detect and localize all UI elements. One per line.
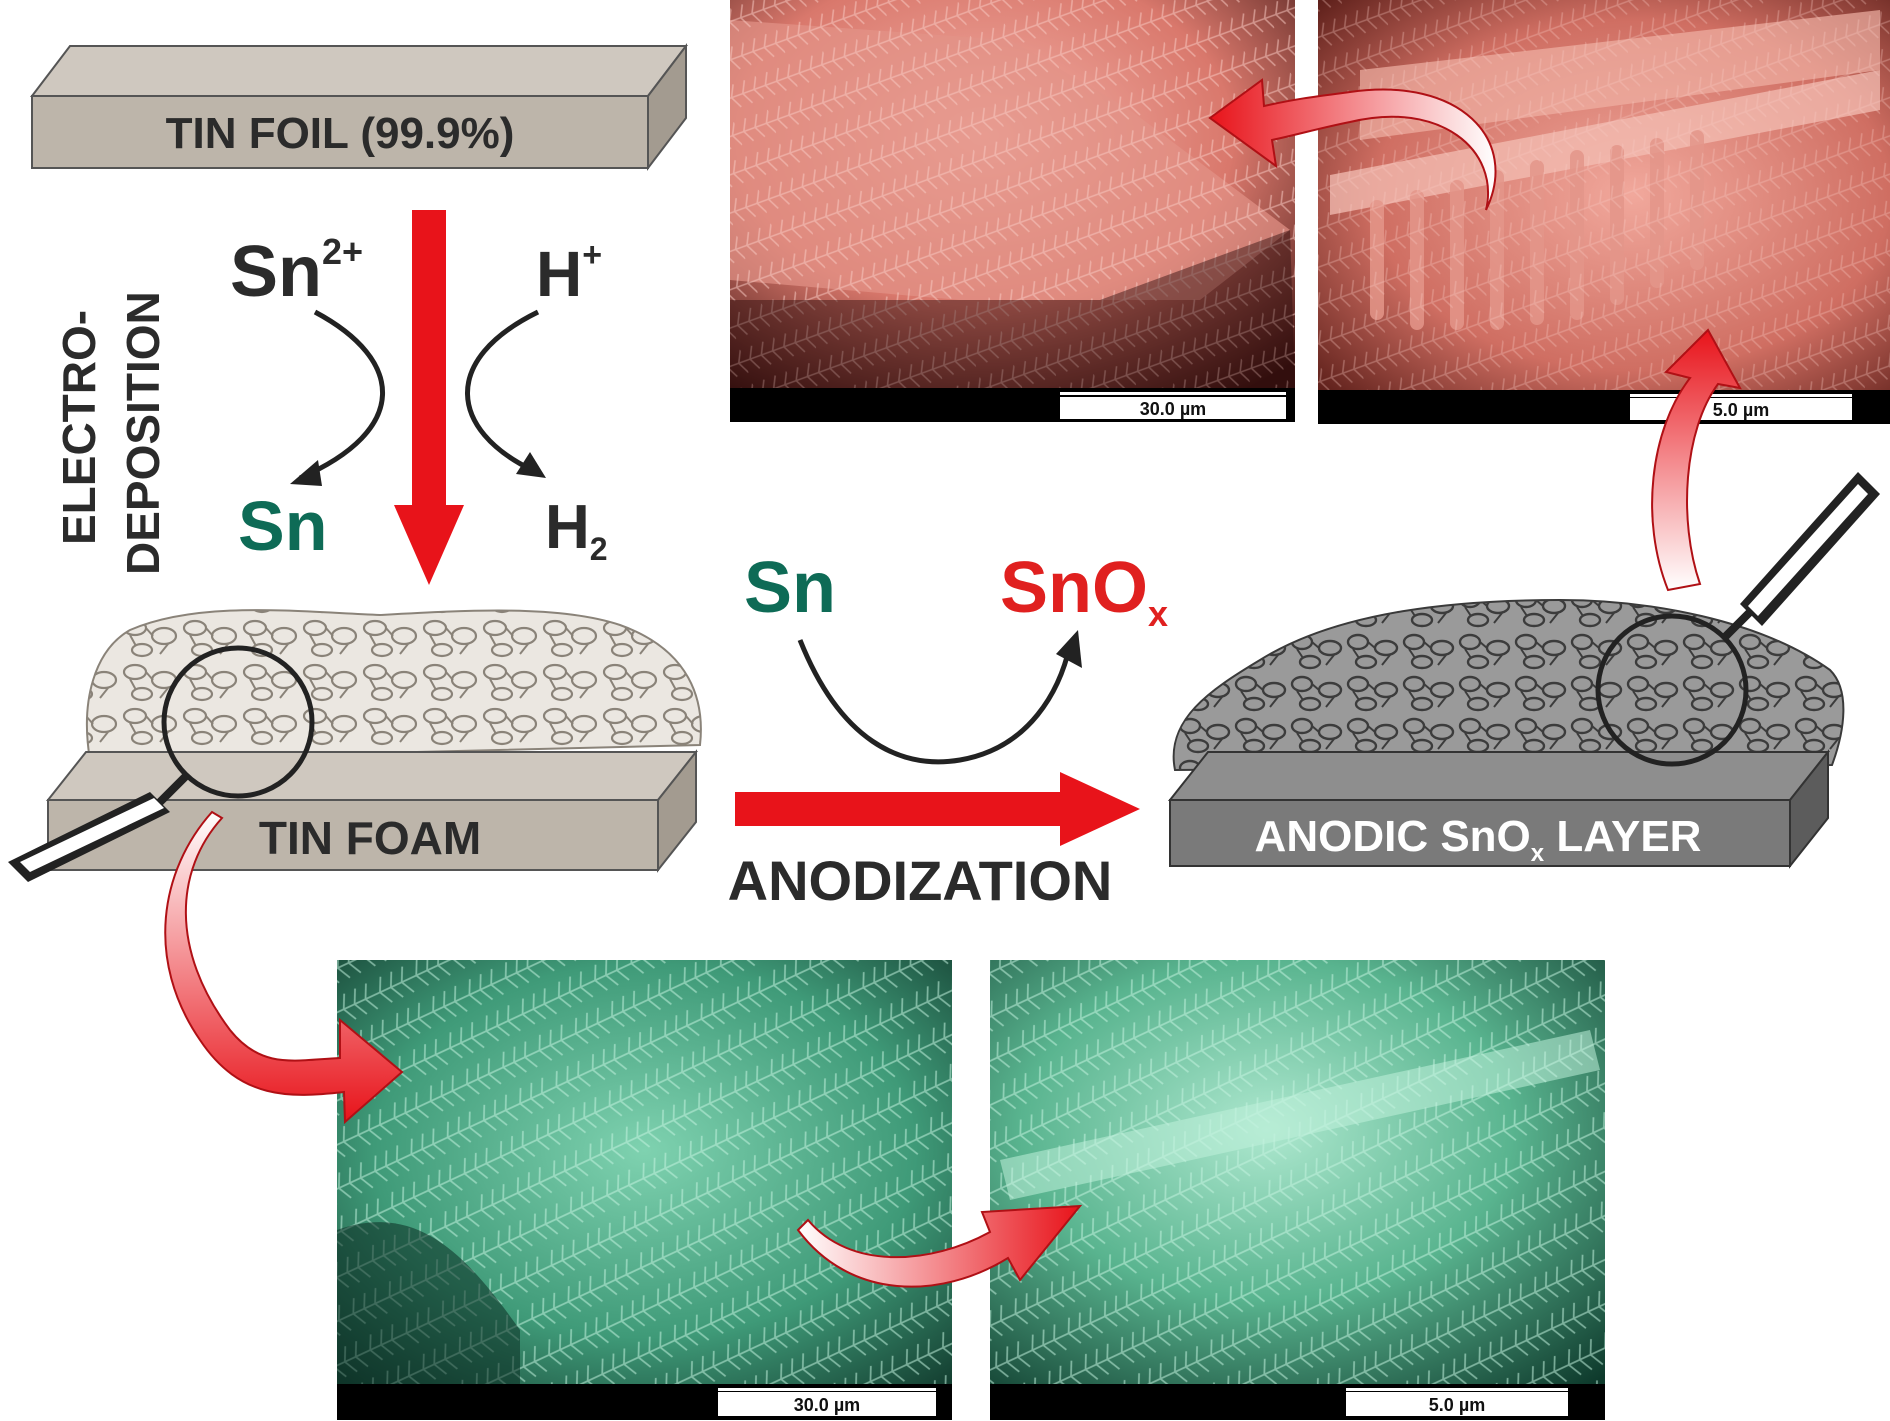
anodic-layer-label: ANODIC SnOx LAYER (1255, 812, 1702, 867)
tin-foil-label: TIN FOIL (99.9%) (166, 109, 515, 158)
sn-ion-label: Sn2+ (230, 231, 363, 312)
magnifier-icon-anodic (1595, 472, 1880, 767)
anodic-layer-block: ANODIC SnOx LAYER (1167, 598, 1845, 869)
anodization-arrow (735, 772, 1140, 846)
sem-image-bottom-left: 30.0 µm (337, 960, 952, 1420)
scale-bar-label: 5.0 µm (1429, 1395, 1485, 1415)
scale-bar-label: 30.0 µm (1140, 399, 1206, 419)
sn-reactant-label: Sn (744, 548, 836, 628)
electrodeposition-line2: DEPOSITION (117, 291, 169, 575)
sn-reduction-arrow (290, 309, 385, 486)
h2-label: H2 (545, 493, 608, 567)
sn-product-label: Sn (238, 487, 327, 565)
tin-foam-block: TIN FOAM (45, 609, 702, 873)
electrodeposition-arrow (394, 210, 464, 585)
h2-evolution-arrow (465, 309, 546, 478)
oxidation-arrow (797, 630, 1082, 765)
zoom-arrow-bottom (796, 1204, 1083, 1288)
zoom-arrow-foam-to-sem (164, 810, 404, 1125)
sem-image-bottom-right: 5.0 µm (990, 960, 1605, 1420)
sem-image-top-left: 30.0 µm (730, 0, 1295, 422)
tin-foam-label: TIN FOAM (259, 812, 481, 864)
magnifier-icon (8, 645, 315, 882)
scale-bar-label: 5.0 µm (1713, 400, 1769, 420)
scale-bar-label: 30.0 µm (794, 1395, 860, 1415)
h-ion-label: H+ (536, 236, 602, 310)
zoom-arrow-top (1208, 78, 1497, 211)
electrodeposition-line1: ELECTRO- (53, 310, 105, 545)
sem-image-top-right: 5.0 µm (1318, 0, 1890, 424)
snox-label: SnOx (1000, 548, 1168, 634)
anodization-label: ANODIZATION (728, 849, 1113, 912)
tin-foil-block: TIN FOIL (99.9%) (29, 43, 689, 171)
electrodeposition-label: ELECTRO- DEPOSITION (53, 291, 169, 575)
zoom-arrow-anodic-to-sem (1651, 328, 1742, 592)
